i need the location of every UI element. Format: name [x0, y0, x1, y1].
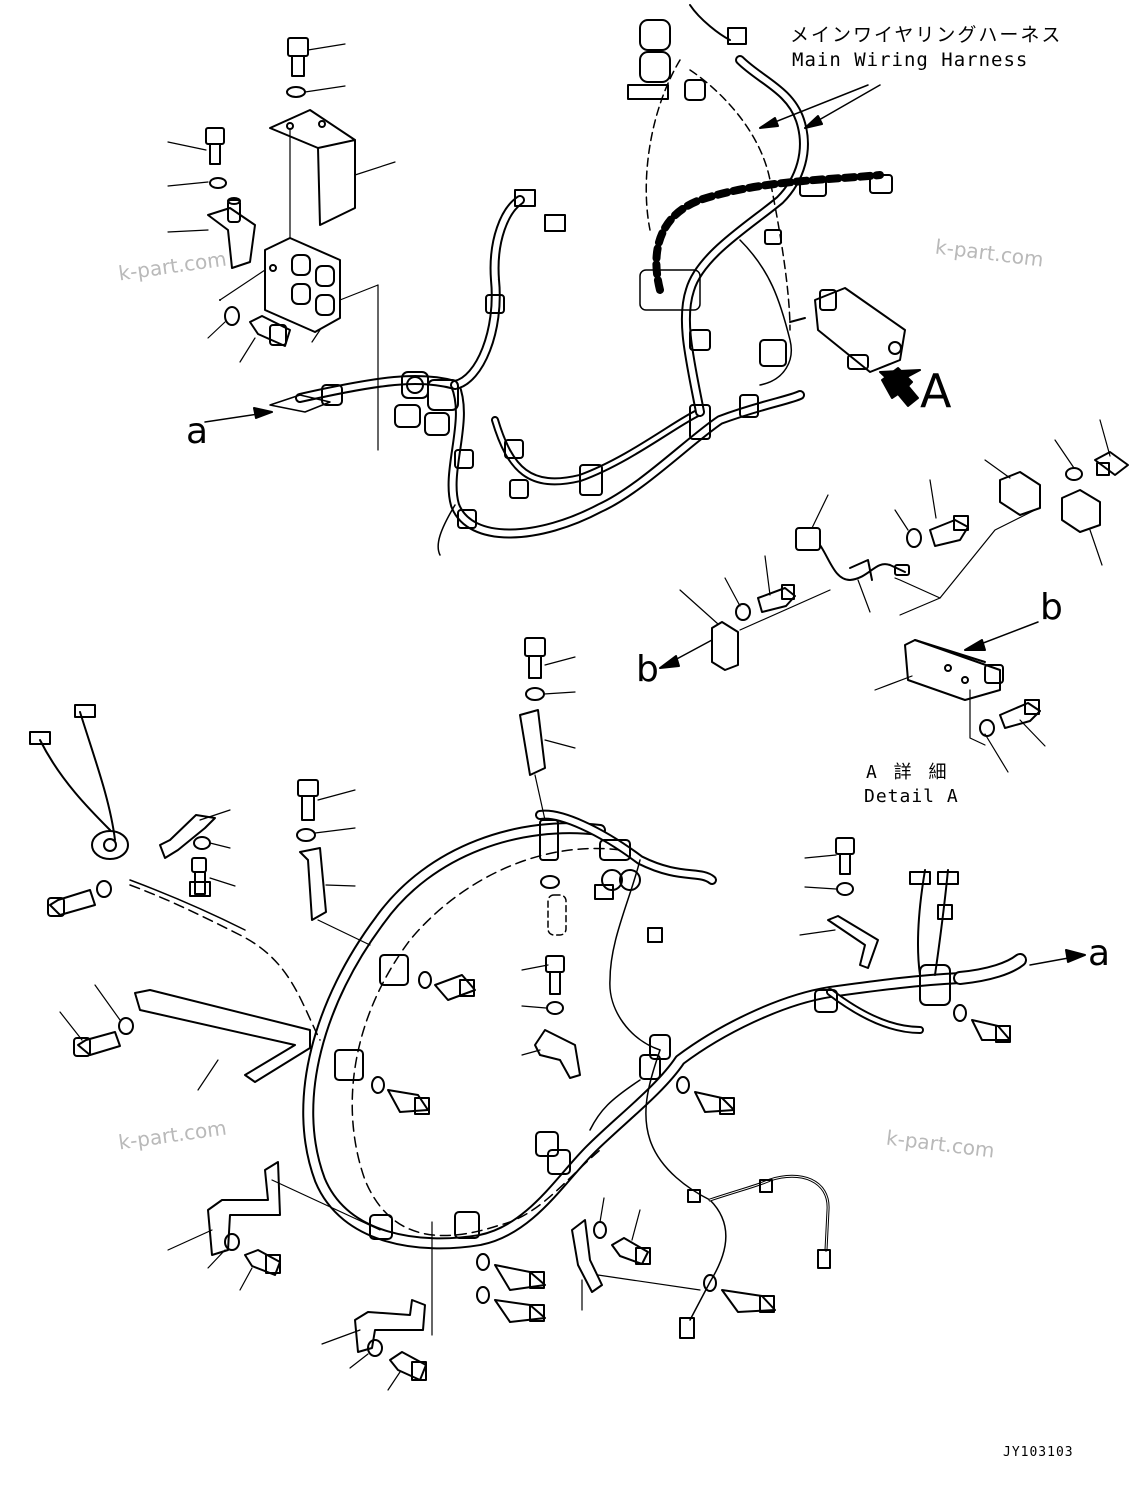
upper-harness	[269, 4, 893, 556]
detail-a-assembly	[679, 287, 1129, 773]
drawing-code: JY103103	[1003, 1445, 1074, 1460]
connection-b-left: b	[636, 649, 659, 690]
harness-label-english: Main Wiring Harness	[792, 49, 1029, 71]
lower-harness	[29, 637, 1027, 1391]
detail-title-japanese: A 詳 細	[866, 762, 950, 783]
connection-a-top: a	[186, 411, 209, 452]
connection-a-right: a	[1088, 933, 1111, 974]
reference-arrows	[204, 84, 1086, 966]
top-left-cover-assembly	[167, 37, 396, 451]
detail-title-english: Detail A	[864, 786, 959, 807]
connection-b-right: b	[1040, 587, 1063, 628]
detail-a-reference: A	[920, 364, 952, 418]
harness-label-japanese: メインワイヤリングハーネス	[790, 24, 1063, 46]
